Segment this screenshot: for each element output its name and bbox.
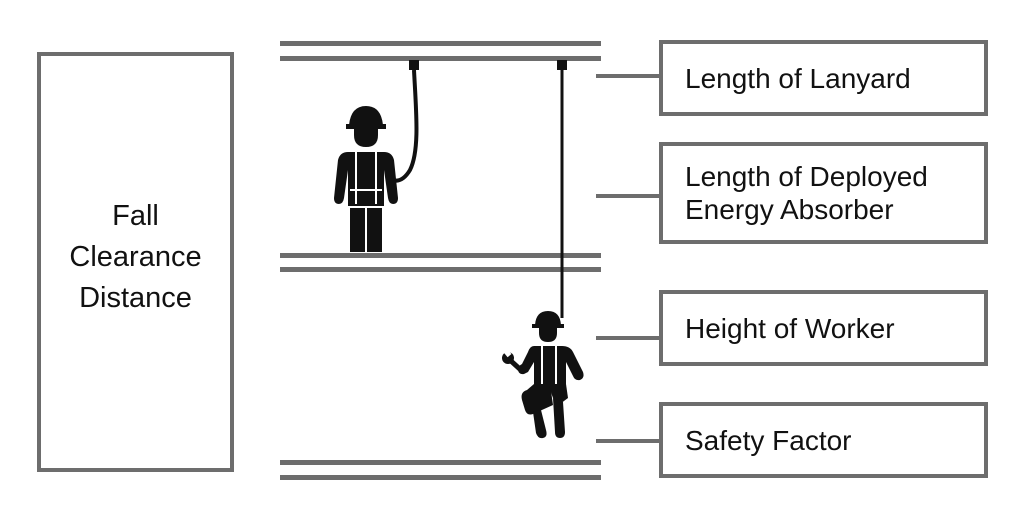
length-of-lanyard-label: Length of Lanyard (685, 62, 911, 94)
height-of-worker-label: Height of Worker (685, 312, 895, 344)
bottom-beam (280, 460, 601, 480)
deployed-energy-absorber-label: Length of Deployed Energy Absorber (685, 161, 928, 225)
height-of-worker-box: Height of Worker (659, 290, 988, 366)
connector-lines (596, 74, 659, 443)
fall-clearance-distance-label: Fall Clearance Distance (69, 199, 202, 314)
anchor-point-right (557, 60, 567, 70)
suspended-worker-icon (518, 311, 584, 439)
standing-worker-icon (334, 106, 398, 252)
length-of-lanyard-box: Length of Lanyard (659, 40, 988, 116)
wrench-icon (502, 349, 525, 374)
hard-hat-icon (349, 106, 383, 125)
top-beam (280, 41, 601, 61)
lanyard-slack (391, 69, 419, 183)
middle-beam (280, 253, 601, 272)
fall-clearance-distance-box: Fall Clearance Distance (37, 52, 234, 472)
deployed-energy-absorber-box: Length of Deployed Energy Absorber (659, 142, 988, 244)
anchor-point-left (409, 60, 419, 70)
safety-factor-label: Safety Factor (685, 424, 852, 456)
safety-factor-box: Safety Factor (659, 402, 988, 478)
